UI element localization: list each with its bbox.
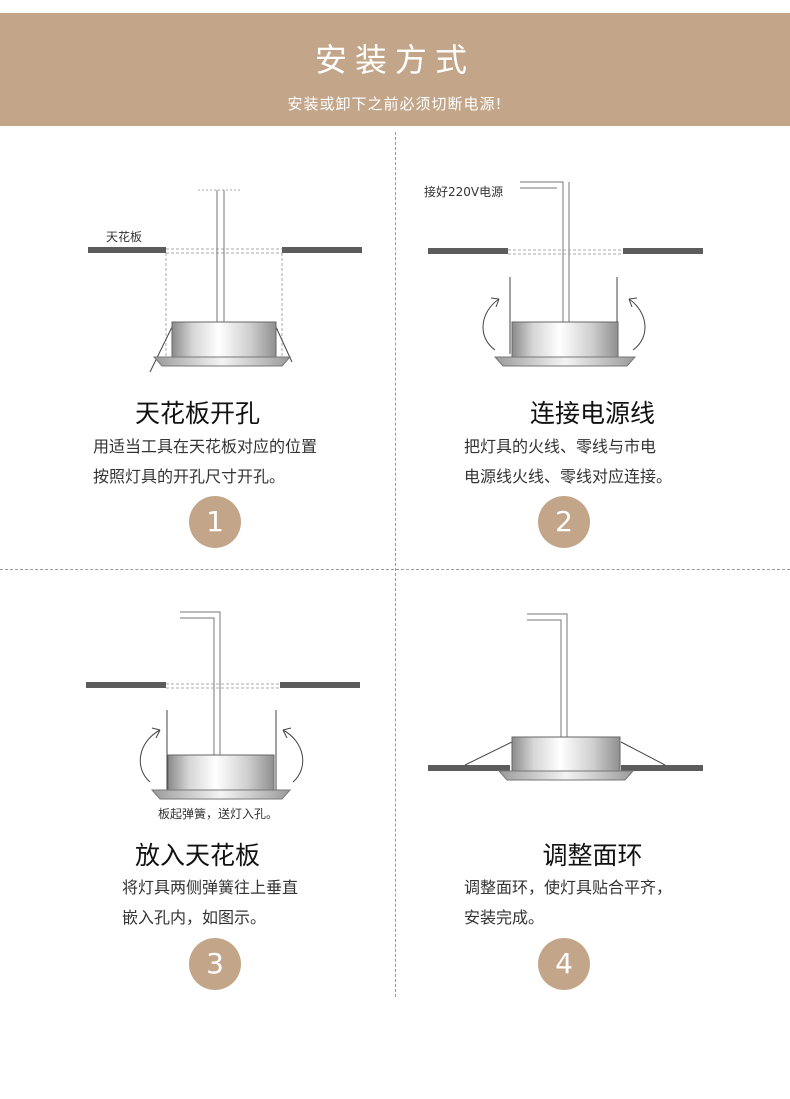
- header-banner: 安装方式 安装或卸下之前必须切断电源!: [0, 13, 790, 126]
- downlight-rim: [150, 789, 292, 800]
- downlight-rim: [497, 770, 635, 781]
- horizontal-divider: [0, 569, 790, 570]
- downlight-body: [511, 736, 621, 774]
- downlight-body: [167, 754, 275, 791]
- rotate-arrow-right: [628, 298, 646, 351]
- vertical-divider: [395, 132, 396, 997]
- page-title: 安装方式: [314, 41, 475, 79]
- page-subtitle: 安装或卸下之前必须切断电源!: [287, 95, 503, 113]
- step-2-panel: 接好220V电源 连接电源线 把灯具的火线、零线与市电 电源线火线、零线对应连接…: [395, 132, 790, 568]
- step-3-number-badge: 3: [189, 938, 241, 990]
- ceiling-left: [428, 248, 508, 254]
- push-arrow-right: [282, 729, 304, 783]
- step-1-number-badge: 1: [189, 496, 241, 548]
- downlight-rim: [493, 356, 637, 367]
- step-4-number-badge: 4: [538, 938, 590, 990]
- step-2-number-badge: 2: [538, 496, 590, 548]
- downlight-body: [171, 321, 277, 358]
- step-3-illustration: [86, 611, 360, 800]
- power-wire: [520, 181, 564, 322]
- ceiling-right: [623, 248, 703, 254]
- step-4-illustration: [428, 613, 703, 781]
- downlight-body: [511, 321, 619, 358]
- power-wire: [527, 613, 568, 738]
- step-2-description: 把灯具的火线、零线与市电 电源线火线、零线对应连接。: [464, 437, 673, 486]
- step-4-title: 调整面环: [542, 841, 643, 870]
- ceiling-right: [621, 765, 703, 771]
- step-1-illustration: [88, 189, 362, 373]
- step-2-illustration: [428, 181, 703, 367]
- step-1-description: 用适当工具在天花板对应的位置 按照灯具的开孔尺寸开孔。: [93, 437, 318, 486]
- power-label: 接好220V电源: [424, 185, 504, 199]
- step-3-description: 将灯具两侧弹簧往上垂直 嵌入孔内，如图示。: [122, 878, 299, 927]
- ceiling-left: [86, 682, 166, 688]
- spring-right: [275, 326, 293, 363]
- push-arrow-left: [139, 729, 161, 783]
- spring-left: [464, 741, 513, 766]
- power-wire: [180, 611, 221, 755]
- step-3-panel: 板起弹簧，送灯入孔。 放入天花板 将灯具两侧弹簧往上垂直 嵌入孔内，如图示。 3: [0, 570, 395, 1006]
- step-4-description: 调整面环，使灯具贴合平齐， 安装完成。: [464, 878, 673, 927]
- step-1-panel: 天花板 天花板开孔 用适当工具在天花板对应的位置 按照灯具的开孔尺寸开孔。 1: [0, 132, 395, 568]
- ceiling-left: [88, 247, 166, 253]
- spring-instruction-label: 板起弹簧，送灯入孔。: [158, 807, 279, 821]
- ceiling-right: [282, 247, 362, 253]
- step-4-panel: 调整面环 调整面环，使灯具贴合平齐， 安装完成。 4: [395, 570, 790, 1006]
- ceiling-right: [280, 682, 360, 688]
- spring-left: [149, 326, 173, 373]
- ceiling-label: 天花板: [106, 230, 143, 244]
- step-3-title: 放入天花板: [134, 841, 260, 870]
- step-2-title: 连接电源线: [529, 399, 655, 428]
- downlight-rim: [152, 356, 292, 367]
- step-1-title: 天花板开孔: [134, 399, 260, 428]
- ceiling-left: [428, 765, 510, 771]
- spring-right: [620, 741, 666, 766]
- rotate-arrow-left: [482, 298, 500, 351]
